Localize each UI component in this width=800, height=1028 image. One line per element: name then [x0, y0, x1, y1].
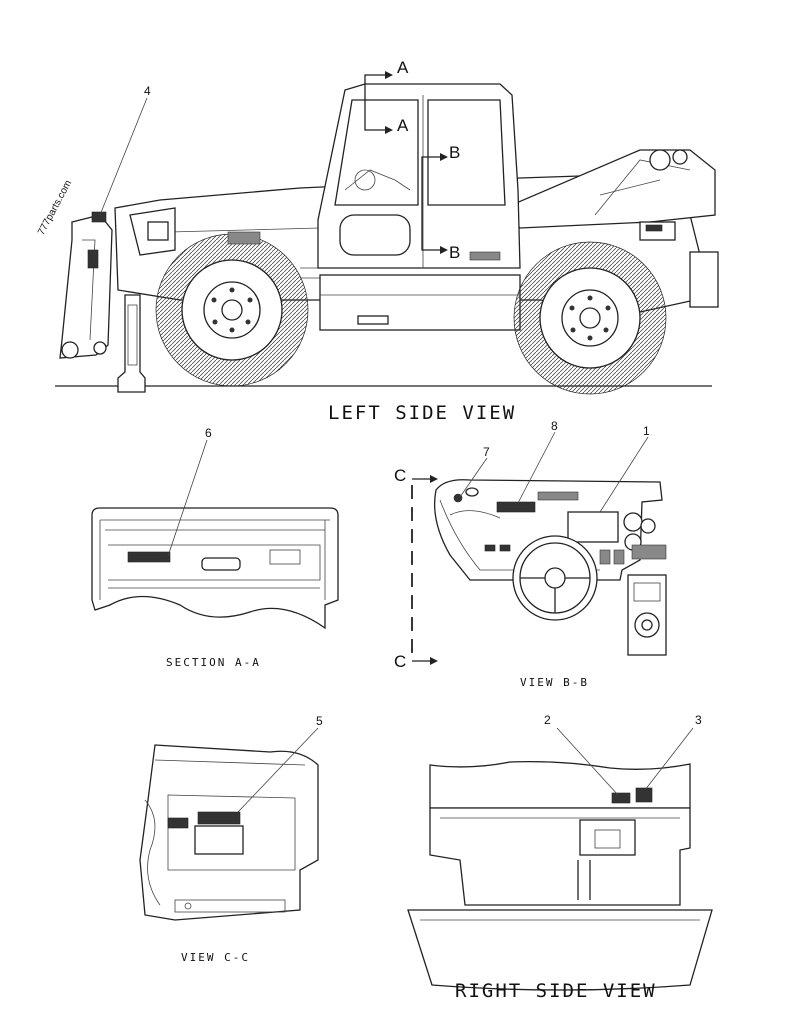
section-marker-a-bottom: A [397, 116, 409, 135]
section-marker-c-bottom: C [394, 652, 407, 671]
section-marker-c-top: C [394, 466, 407, 485]
section-marker-b-bottom: B [449, 243, 461, 262]
callout-1-leader [599, 436, 649, 513]
callout-4-leader [99, 97, 148, 216]
callout-5: 5 [316, 714, 323, 728]
section-marker-b-top: B [449, 143, 461, 162]
callout-6: 6 [205, 426, 212, 440]
callout-7-leader [459, 457, 488, 498]
caption-left-side-view: LEFT SIDE VIEW [328, 402, 517, 424]
callout-6-leader [167, 439, 208, 557]
caption-view-cc: VIEW C-C [181, 951, 250, 964]
view-bb-drawing [433, 479, 667, 656]
caption-section-aa: SECTION A-A [166, 656, 261, 669]
callout-8: 8 [551, 419, 558, 433]
section-cut-line-cc [411, 475, 438, 665]
callout-3: 3 [695, 713, 702, 727]
view-cc-drawing [139, 744, 319, 921]
callout-7: 7 [483, 445, 490, 459]
callout-3-leader [644, 727, 694, 791]
section-cut-lines [364, 71, 448, 254]
callout-2: 2 [544, 713, 551, 727]
caption-right-side-view: RIGHT SIDE VIEW [455, 980, 657, 1002]
caption-view-bb: VIEW B-B [520, 676, 589, 689]
callout-8-leader [517, 431, 556, 504]
callout-5-leader [237, 727, 319, 813]
section-marker-a-top: A [397, 58, 409, 77]
callout-2-leader [556, 727, 619, 796]
section-aa-drawing [91, 507, 339, 630]
callout-1: 1 [643, 424, 650, 438]
right-side-view-drawing [407, 760, 713, 991]
callout-4: 4 [144, 84, 151, 98]
